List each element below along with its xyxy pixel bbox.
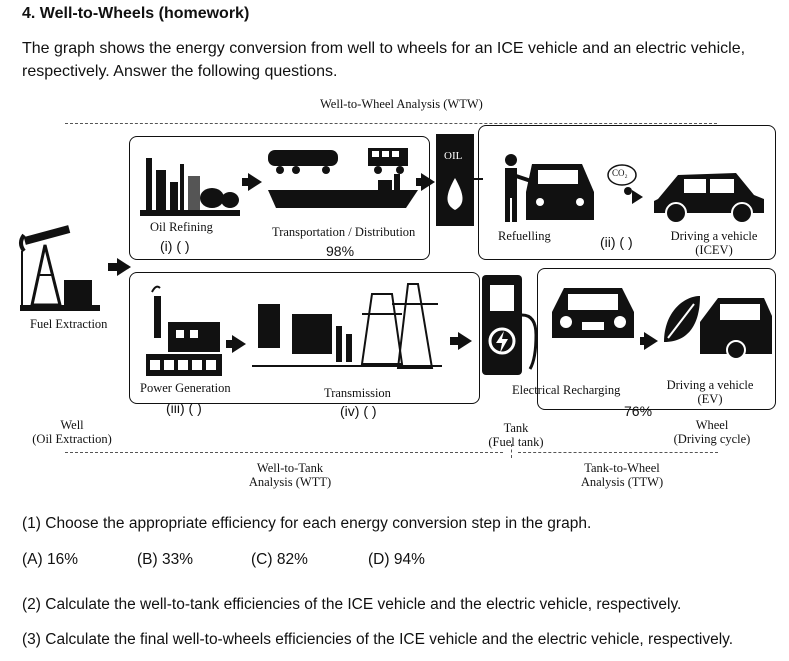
icev-wtt-box <box>129 136 430 260</box>
intro-paragraph: The graph shows the energy conversion fr… <box>22 40 746 80</box>
refinery-icon <box>140 158 240 216</box>
oil-pump-icon <box>19 225 100 311</box>
wtt-label: Well-to-Tank Analysis (WTT) <box>248 461 332 489</box>
question-1: (1) Choose the appropriate efficiency fo… <box>22 515 592 532</box>
blank-iv: (iv) ( ) <box>340 403 377 419</box>
diagram-title: Well-to-Wheel Analysis (WTW) <box>320 97 483 111</box>
arrow-body <box>242 178 250 186</box>
driving-ev-label: Driving a vehicle (EV) <box>666 378 754 406</box>
well-label: Well (Oil Extraction) <box>32 418 112 446</box>
ev-wtt-box <box>129 272 480 404</box>
wtw-dashed-line <box>65 123 717 124</box>
transport-icon <box>268 148 418 208</box>
option-d: (D) 94% <box>368 551 425 568</box>
transport-efficiency: 98% <box>326 243 355 259</box>
transmission-icon <box>252 283 442 369</box>
co2-label: CO₂ <box>612 168 628 178</box>
oil-label: OIL <box>444 150 463 162</box>
arrow-body <box>640 337 646 345</box>
ev-car-icon <box>552 288 634 338</box>
recharge-efficiency: 76% <box>624 403 653 419</box>
oil-refining-label: Oil Refining <box>150 220 213 234</box>
arrow-right-icon <box>117 258 131 276</box>
tank-divider <box>511 444 512 458</box>
blank-ii: (ii) ( ) <box>600 234 633 250</box>
arrow-right-icon <box>458 332 472 350</box>
arrow-right-icon <box>632 190 643 204</box>
question-2: (2) Calculate the well-to-tank efficienc… <box>22 596 682 613</box>
arrow-body <box>450 337 460 345</box>
arrow-body <box>416 178 424 186</box>
fuel-extraction-label: Fuel Extraction <box>30 317 108 331</box>
ev-leaf-car-icon <box>664 296 772 360</box>
arrow-right-icon <box>232 335 246 353</box>
oil-barrel-icon <box>436 134 474 226</box>
arrow-body <box>108 263 118 271</box>
icev-car-icon <box>654 173 764 224</box>
ev-charger-icon <box>482 275 538 375</box>
option-a: (A) 16% <box>22 551 78 568</box>
arrow-right-icon <box>421 173 435 191</box>
power-generation-label: Power Generation <box>140 381 231 395</box>
wtt-dashed-line <box>65 452 503 453</box>
blank-iii: (iii) ( ) <box>166 400 202 416</box>
tank-label: Tank (Fuel tank) <box>488 421 544 449</box>
question-3: (3) Calculate the final well-to-wheels e… <box>22 631 734 648</box>
ttw-dashed-line <box>518 452 718 453</box>
arrow-body <box>226 340 234 348</box>
oil-connector <box>473 178 483 180</box>
power-plant-icon <box>146 285 222 376</box>
arrow-right-icon <box>644 332 658 350</box>
ev-ttw-box <box>537 268 776 410</box>
transmission-label: Transmission <box>324 386 391 400</box>
option-b: (B) 33% <box>137 551 193 568</box>
arrow-right-icon <box>248 173 262 191</box>
wheel-label: Wheel (Driving cycle) <box>673 418 751 446</box>
driving-icev-label: Driving a vehicle (ICEV) <box>670 229 758 257</box>
icev-ttw-box <box>478 125 776 260</box>
electrical-recharging-label: Electrical Recharging <box>512 383 621 397</box>
ttw-label: Tank-to-Wheel Analysis (TTW) <box>580 461 664 489</box>
transportation-label: Transportation / Distribution <box>272 225 416 239</box>
refuelling-icon <box>505 154 594 222</box>
refuelling-label: Refuelling <box>498 229 551 243</box>
homework-heading: 4. Well-to-Wheels (homework) <box>22 5 250 22</box>
blank-i: (i) ( ) <box>160 238 190 254</box>
option-c: (C) 82% <box>251 551 308 568</box>
